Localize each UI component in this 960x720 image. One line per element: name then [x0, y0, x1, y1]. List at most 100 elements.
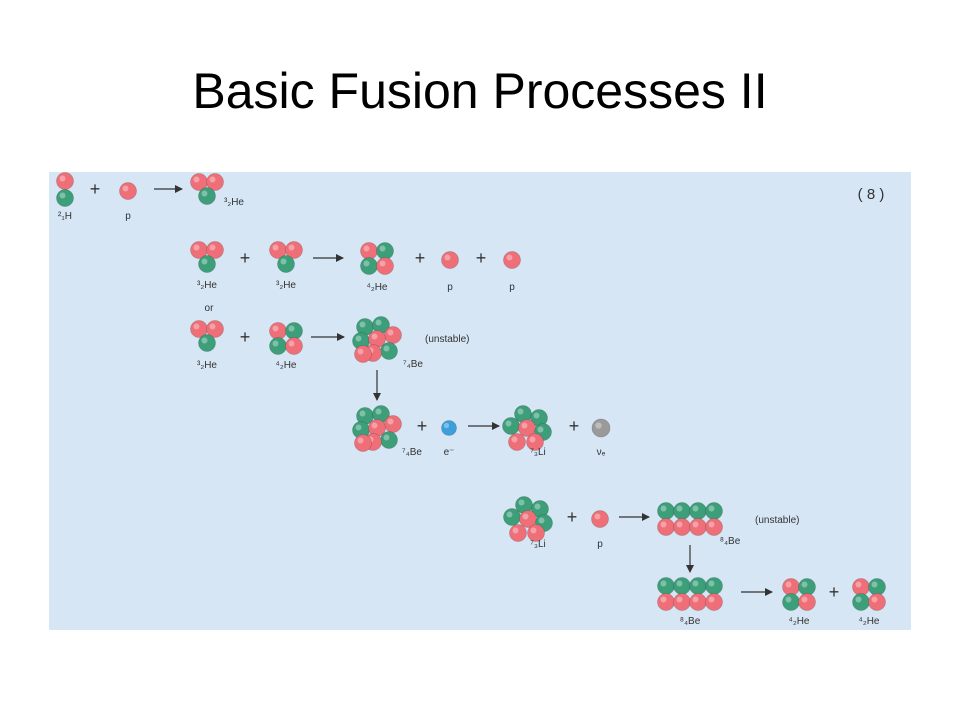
- ball-highlight: [272, 325, 279, 332]
- ball-highlight: [708, 521, 715, 528]
- plus-sign: +: [240, 327, 251, 347]
- plus-sign: +: [417, 416, 428, 436]
- ball-highlight: [209, 244, 216, 251]
- ball-highlight: [383, 434, 390, 441]
- ball-highlight: [59, 192, 66, 199]
- neutron-ball: [198, 187, 216, 205]
- or-label: or: [205, 303, 215, 314]
- ball-highlight: [201, 190, 208, 197]
- label-he4: ⁴₂He: [859, 616, 880, 627]
- ball-highlight: [692, 596, 699, 603]
- ball-highlight: [518, 499, 525, 506]
- neutron-ball: [657, 577, 675, 595]
- ball-highlight: [676, 521, 683, 528]
- ball-highlight: [708, 596, 715, 603]
- ball-highlight: [272, 340, 279, 347]
- ball-highlight: [660, 596, 667, 603]
- ball-highlight: [708, 580, 715, 587]
- unstable-label-be8: (unstable): [755, 515, 799, 526]
- label-e: e⁻: [444, 447, 455, 458]
- ball-highlight: [871, 596, 878, 603]
- ball-highlight: [855, 596, 862, 603]
- proton-ball: [782, 578, 800, 596]
- ball-highlight: [379, 245, 386, 252]
- proton-ball: [591, 510, 609, 528]
- label-he4: ⁴₂He: [276, 360, 297, 371]
- label-he3: ³₂He: [224, 197, 244, 208]
- label-he4: ⁴₂He: [789, 616, 810, 627]
- ball-highlight: [785, 581, 792, 588]
- ball-highlight: [512, 527, 519, 534]
- proton-ball: [852, 578, 870, 596]
- label-be8: ⁸₄Be: [680, 616, 701, 627]
- ball-highlight: [379, 260, 386, 267]
- proton-ball: [673, 518, 691, 536]
- neutrino-ball: [591, 418, 611, 438]
- proton-ball: [285, 337, 303, 355]
- label-li7: ⁷₃Li: [530, 447, 545, 458]
- ball-highlight: [521, 422, 528, 429]
- neutron-ball: [705, 577, 723, 595]
- ball-highlight: [676, 596, 683, 603]
- proton-ball: [508, 433, 526, 451]
- neutron-ball: [673, 577, 691, 595]
- proton: [503, 251, 521, 269]
- label-p: p: [597, 539, 603, 550]
- proton-ball: [509, 524, 527, 542]
- proton-ball: [527, 524, 545, 542]
- proton-ball: [354, 345, 372, 363]
- ball-highlight: [201, 337, 208, 344]
- label-be8: ⁸₄Be: [720, 536, 741, 547]
- step-label: ( 8 ): [858, 186, 885, 203]
- ball-highlight: [534, 503, 541, 510]
- label-be7: ⁷₄Be: [403, 359, 423, 370]
- label-p: p: [509, 282, 515, 293]
- ball-highlight: [538, 517, 545, 524]
- ball-highlight: [201, 258, 208, 265]
- label-he4: ⁴₂He: [367, 282, 388, 293]
- helium-3-nucleus: [190, 241, 224, 273]
- neutron-ball: [502, 417, 520, 435]
- ball-highlight: [387, 329, 394, 336]
- ball-highlight: [537, 426, 544, 433]
- ball-highlight: [676, 580, 683, 587]
- proton-ball: [56, 172, 74, 190]
- plus-sign: +: [476, 248, 487, 268]
- ball-highlight: [855, 581, 862, 588]
- ball-highlight: [363, 260, 370, 267]
- neutron-ball: [705, 502, 723, 520]
- proton-ball: [441, 251, 459, 269]
- neutron-ball: [689, 577, 707, 595]
- deuterium-nucleus: [56, 172, 74, 207]
- proton-ball: [360, 242, 378, 260]
- ball-highlight: [511, 436, 518, 443]
- proton: [119, 182, 137, 200]
- label-p: p: [125, 211, 131, 222]
- neutron-ball: [285, 322, 303, 340]
- electron-ball: [441, 420, 457, 436]
- ball-highlight: [676, 505, 683, 512]
- proton-ball: [868, 593, 886, 611]
- ball-highlight: [209, 176, 216, 183]
- neutrino: [591, 418, 611, 438]
- ball-highlight: [357, 437, 364, 444]
- proton-ball: [354, 434, 372, 452]
- lithium-7-nucleus: [502, 405, 552, 451]
- ball-highlight: [193, 323, 200, 330]
- neutron-ball: [852, 593, 870, 611]
- neutron-ball: [689, 502, 707, 520]
- proton-ball: [689, 593, 707, 611]
- helium-4-nucleus: [360, 242, 394, 275]
- plus-sign: +: [415, 248, 426, 268]
- neutron-ball: [277, 255, 295, 273]
- ball-highlight: [530, 527, 537, 534]
- slide-title: Basic Fusion Processes II: [192, 63, 768, 119]
- proton-ball: [798, 593, 816, 611]
- label-nu: νₑ: [597, 447, 606, 458]
- proton-ball: [206, 320, 224, 338]
- ball-highlight: [506, 511, 513, 518]
- beryllium-7-nucleus: [352, 405, 402, 452]
- label-be7: ⁷₄Be: [402, 447, 422, 458]
- helium-4-nucleus: [852, 578, 886, 611]
- neutron-ball: [198, 255, 216, 273]
